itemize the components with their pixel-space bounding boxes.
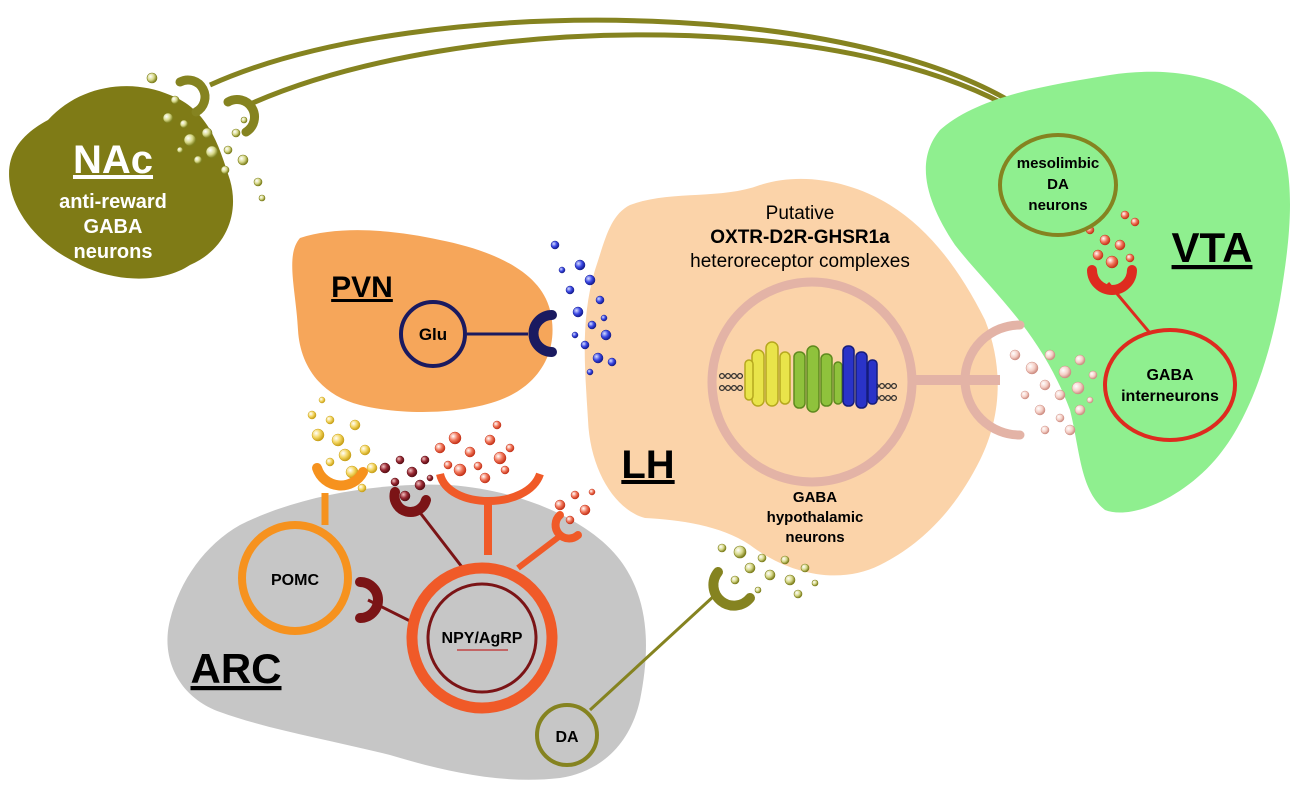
gaba-inter-line1: GABA <box>1146 367 1194 384</box>
nac-receptor-1 <box>175 75 210 117</box>
d2r-helix <box>793 345 843 413</box>
ghsr1a-helix <box>842 345 878 409</box>
mesolimbic-line3: neurons <box>1028 197 1087 214</box>
pomc-neuron <box>238 521 352 635</box>
glu-label: Glu <box>419 325 447 344</box>
gaba-interneuron <box>1103 328 1237 442</box>
agrp-receptor-pvn <box>389 487 431 517</box>
npy-axon <box>436 472 544 555</box>
nac-line1: anti-reward <box>59 191 167 213</box>
da-receptor <box>708 567 755 611</box>
glu-neuron <box>399 300 467 368</box>
projection-vta-to-nac <box>208 17 1052 132</box>
oxtr-helix <box>744 341 791 407</box>
lh-gaba-receptor <box>960 320 1025 440</box>
da-label: DA <box>555 729 579 746</box>
npy-receptor-lh <box>551 511 582 543</box>
mesolimbic-line2: DA <box>1047 176 1069 193</box>
complex-line2: OXTR-D2R-GHSR1a <box>710 227 890 248</box>
da-axon <box>588 593 717 712</box>
nac-region <box>9 86 234 279</box>
mesolimbic-line1: mesolimbic <box>1017 155 1100 172</box>
complex-line1: Putative <box>766 203 835 224</box>
arc-title: ARC <box>191 645 282 692</box>
pomc-receptor <box>312 463 368 491</box>
lh-gaba-line3: neurons <box>785 529 844 546</box>
complex-line3: heteroreceptor complexes <box>690 251 910 272</box>
vta-gaba-receptor <box>1087 265 1137 295</box>
glu-receptor <box>528 310 557 357</box>
vta-title: VTA <box>1172 224 1253 271</box>
da-neuron <box>535 703 599 767</box>
npy-agrp-neuron <box>406 562 558 714</box>
lh-title: LH <box>621 443 674 487</box>
olive-vesicles-lh <box>717 543 819 599</box>
vta-gaba-vesicles <box>1085 210 1140 269</box>
olive-vesicles-nac <box>146 72 266 202</box>
glu-vesicles <box>550 240 617 376</box>
nac-line3: neurons <box>74 241 153 263</box>
nac-title: NAc <box>73 138 153 182</box>
gaba-inter-line2: interneurons <box>1121 388 1219 405</box>
npy-axon-lh <box>516 533 562 571</box>
heteroreceptor-complex-icon <box>718 341 897 413</box>
npy-label: NPY/AgRP <box>442 630 523 647</box>
mesolimbic-da-neuron <box>998 133 1118 237</box>
lh-gaba-vesicles <box>1009 349 1098 436</box>
pomc-label: POMC <box>271 572 319 589</box>
pvn-title: PVN <box>331 271 393 304</box>
npy-agrp-inner-ring <box>426 582 538 694</box>
agrp-vesicles <box>379 455 434 502</box>
nac-line2: GABA <box>84 216 143 238</box>
lh-gaba-line1: GABA <box>793 489 837 506</box>
npy-vesicles <box>434 420 596 525</box>
pomc-agrp-receptor <box>355 577 383 623</box>
lh-gaba-line2: hypothalamic <box>767 509 864 526</box>
pomc-vesicles <box>307 396 378 493</box>
nac-receptor-2 <box>223 95 259 137</box>
